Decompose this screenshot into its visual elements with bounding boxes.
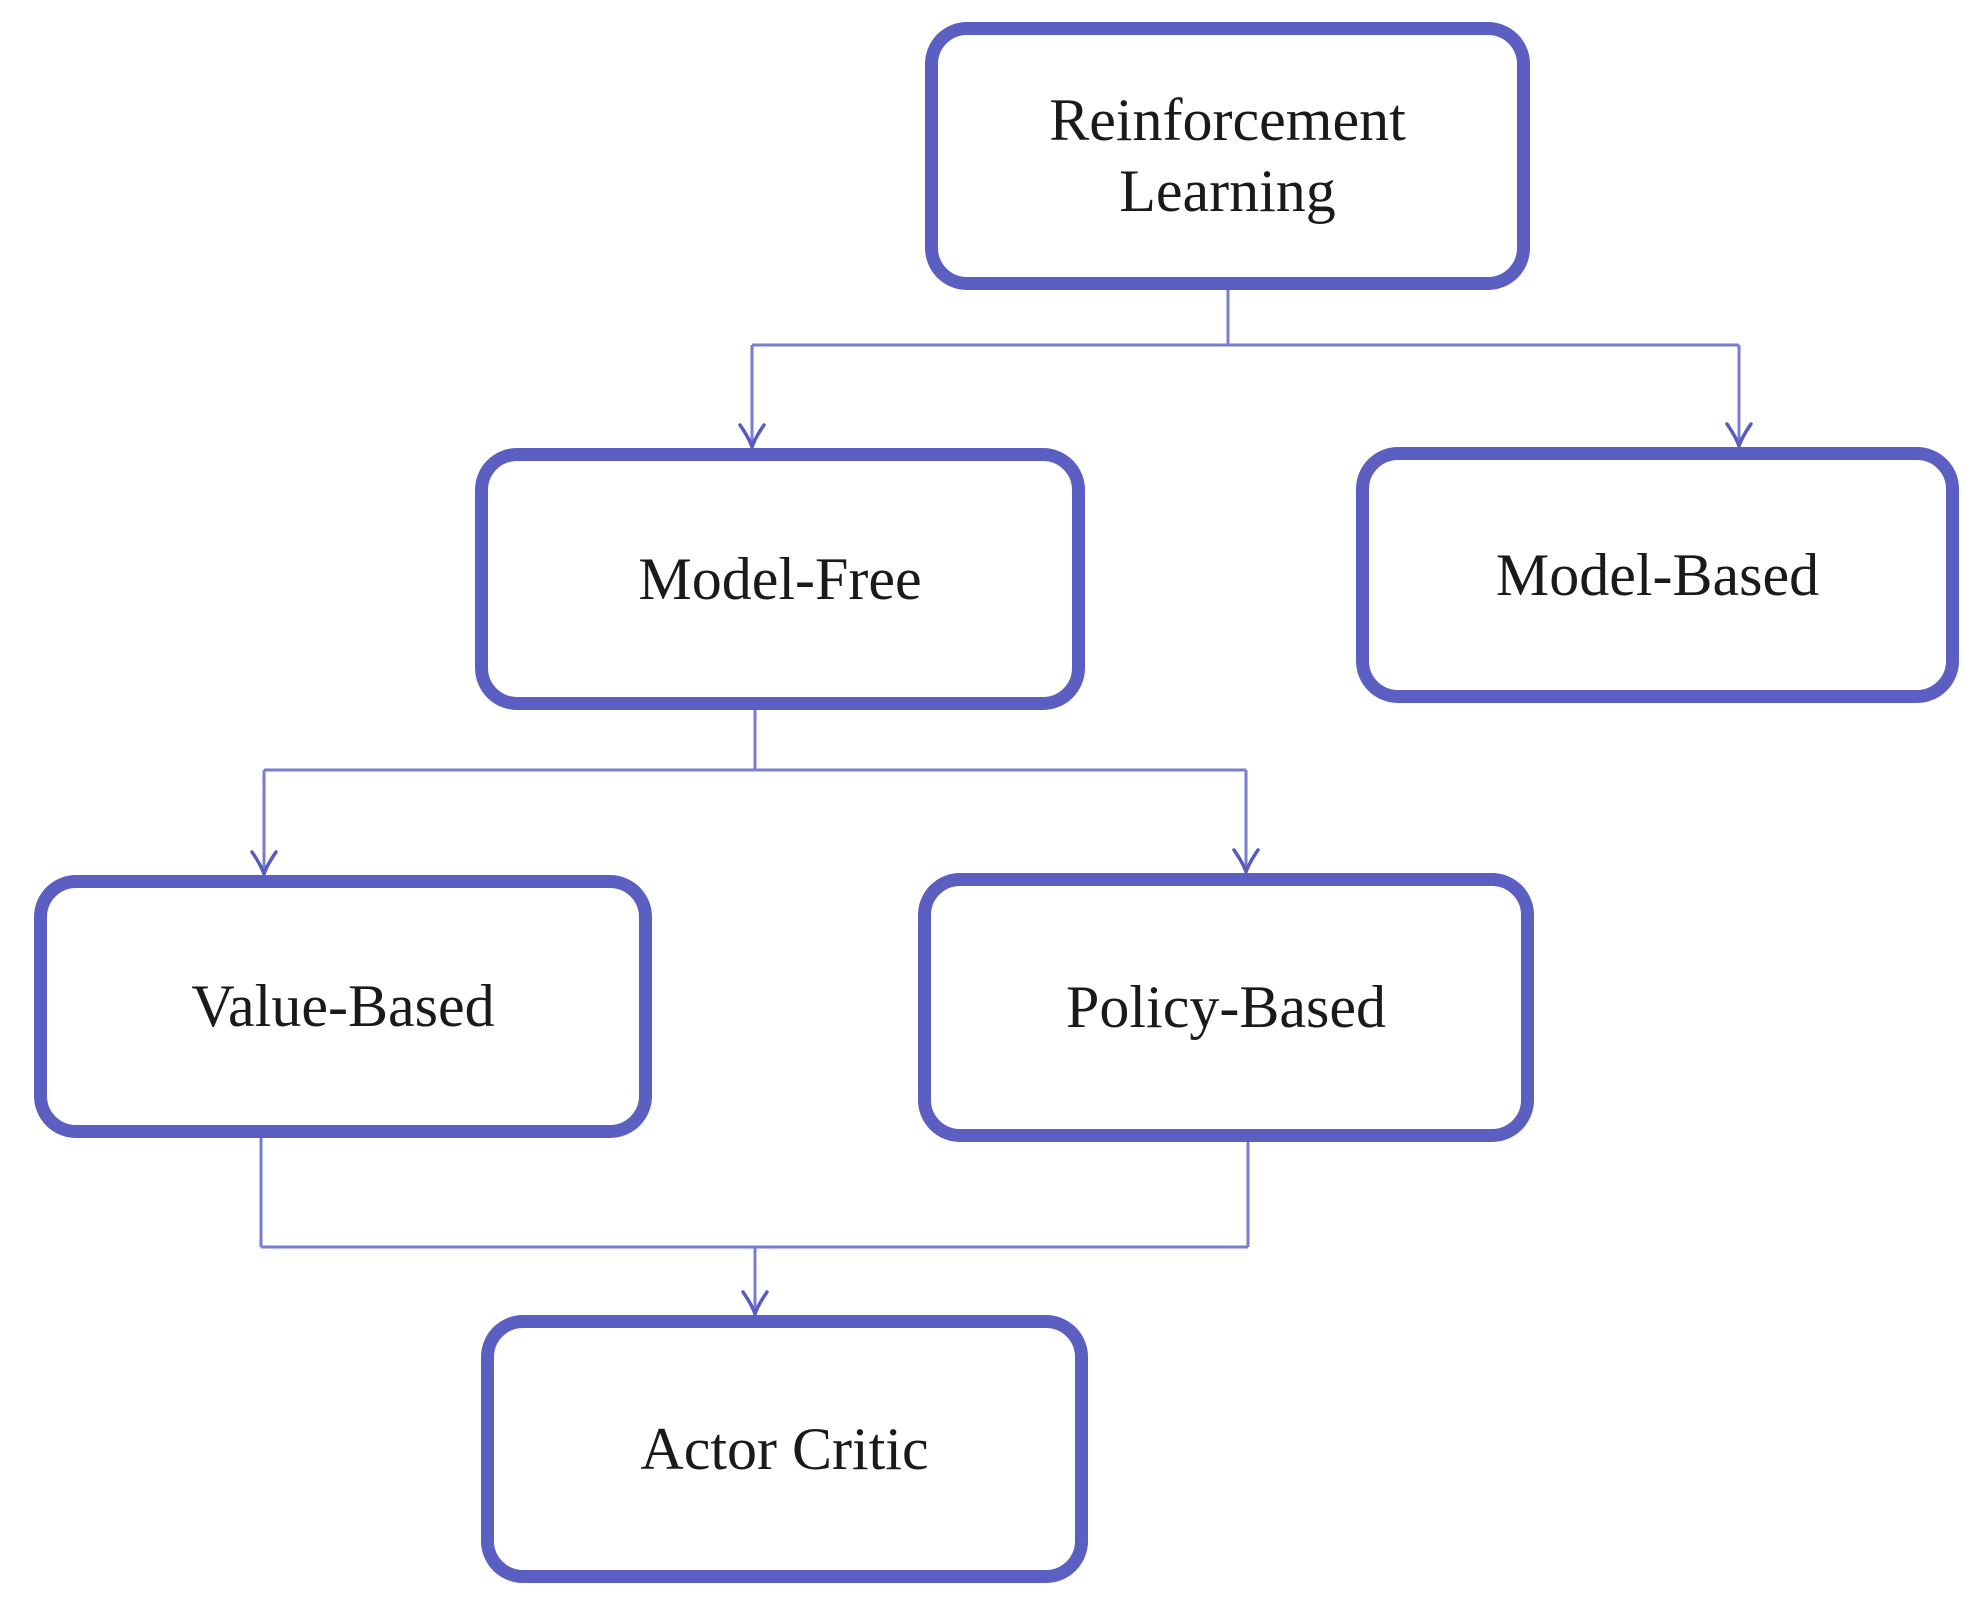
node-reinforcement-learning: Reinforcement Learning (925, 22, 1530, 290)
node-value-based-label: Value-Based (191, 973, 495, 1040)
arrowhead-actor-critic (741, 1290, 769, 1320)
node-policy-based: Policy-Based (918, 873, 1534, 1142)
node-actor-critic-label: Actor Critic (640, 1415, 929, 1482)
arrowhead-policy-based (1232, 848, 1260, 878)
node-policy-based-label: Policy-Based (1066, 974, 1386, 1041)
arrowhead-model-free (738, 423, 766, 453)
node-reinforcement-learning-label: Reinforcement Learning (1049, 87, 1406, 224)
arrowhead-model-based (1725, 422, 1753, 452)
node-model-based: Model-Based (1356, 447, 1959, 703)
node-actor-critic: Actor Critic (481, 1315, 1088, 1583)
node-value-based: Value-Based (34, 875, 652, 1138)
node-model-free: Model-Free (475, 448, 1085, 710)
arrowhead-value-based (250, 850, 278, 880)
node-model-based-label: Model-Based (1495, 541, 1820, 608)
node-model-free-label: Model-Free (638, 545, 922, 612)
